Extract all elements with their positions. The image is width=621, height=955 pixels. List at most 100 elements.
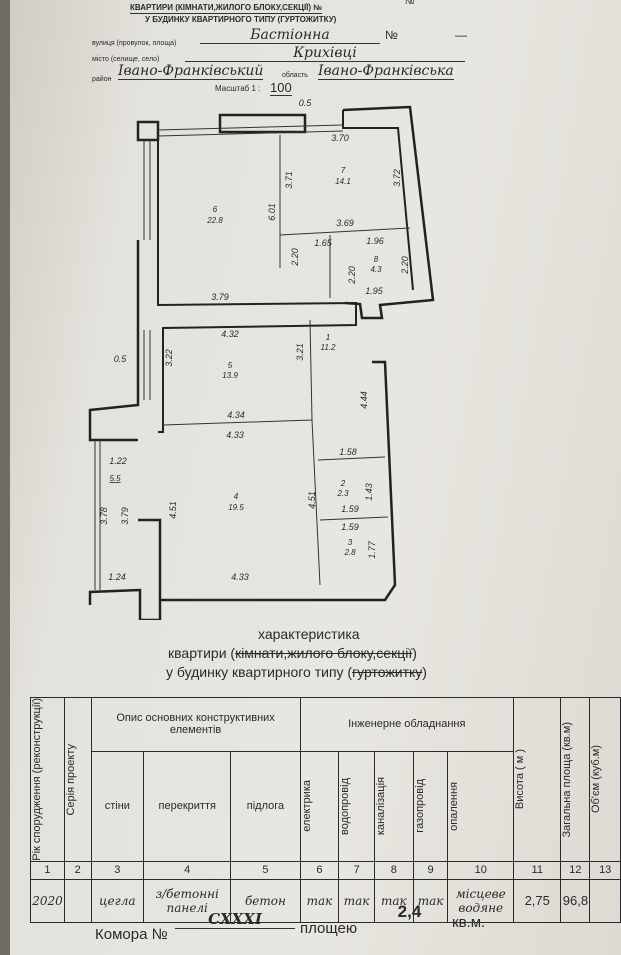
scale-value: 100 (270, 80, 292, 96)
dim: 2.20 (347, 266, 357, 285)
dim: 1.59 (341, 504, 359, 514)
cell-volume (589, 878, 621, 923)
header-walls: стіни (90, 750, 145, 862)
room-6-number: 6 (213, 205, 218, 214)
dim: 4.44 (359, 391, 369, 409)
storage-number: CXXXI (175, 910, 295, 929)
dim: 1.43 (364, 483, 374, 501)
city-value: Крихівці (185, 45, 465, 62)
header-cover: перекриття (143, 750, 232, 862)
dim: 3.79 (120, 507, 130, 525)
cell-electric: так (299, 878, 340, 923)
dim: 4.34 (227, 410, 245, 420)
wall (157, 140, 357, 433)
col-num: 12 (560, 860, 591, 880)
header-water: водопровід (339, 777, 352, 835)
storage-label: Комора № (95, 926, 168, 943)
room-labels: 6 22.8 7 14.1 8 4.3 1 11.2 5 13.9 4 19.5… (109, 166, 382, 557)
room-4-area: 19.5 (228, 503, 244, 512)
room-2-area: 2.3 (336, 489, 349, 498)
header-engineering: Інженерне обладнання (299, 697, 515, 752)
cell-area: 96,8 (560, 878, 591, 923)
col-num: 11 (513, 860, 562, 880)
room-7-number: 7 (341, 166, 346, 175)
dim: 4.33 (226, 430, 244, 440)
col-num: 6 (299, 860, 340, 880)
struck-text: гуртожитку (352, 664, 423, 680)
dim: 4.51 (168, 501, 178, 519)
dim: 1.96 (366, 236, 384, 246)
cell-walls: цегла (90, 878, 145, 923)
header-sewer: каналізація (375, 777, 387, 836)
header-heating: опалення (448, 781, 461, 831)
header-height: Висота ( м ) (514, 749, 527, 810)
cell-year: 2020 (30, 878, 65, 923)
text: квартири ( (168, 645, 236, 661)
balcony-area: 5.5 (109, 474, 121, 483)
cell-series (63, 878, 92, 923)
dimension-labels: 0.5 3.70 3.71 3.72 6.01 3.69 1.65 1.96 2… (99, 98, 410, 582)
number-label: № (385, 28, 398, 42)
col-num: 4 (143, 860, 232, 880)
dim: 6.01 (267, 203, 277, 221)
cell-gas: так (412, 878, 449, 923)
cell-cover: з/бетонні панелі (143, 878, 232, 923)
header-area: Загальна площа (кв.м) (561, 721, 574, 838)
room-2-number: 2 (340, 479, 346, 488)
storage-unit: кв.м. (452, 914, 486, 931)
dim: 4.32 (221, 329, 239, 339)
dim: 0.5 (299, 98, 313, 108)
title-line1: КВАРТИРИ (КІМНАТИ,ЖИЛОГО БЛОКУ,СЕКЦІЇ) № (130, 3, 323, 14)
wall (138, 518, 162, 600)
room-3-number: 3 (348, 538, 353, 547)
dim: 1.24 (108, 572, 126, 582)
scale-label: Масштаб 1 : (215, 84, 261, 93)
binder-edge (0, 0, 10, 955)
plan-partitions (94, 124, 411, 590)
room-1-area: 11.2 (321, 343, 337, 352)
cell-sewer: так (374, 878, 414, 923)
dim: 3.71 (284, 171, 294, 189)
wall (88, 360, 397, 620)
dim: 1.22 (109, 456, 127, 466)
wall (342, 110, 414, 291)
dim: 1.77 (367, 540, 377, 559)
dim: 3.70 (331, 133, 349, 143)
region-label: область (282, 72, 308, 79)
plan-walls (88, 105, 435, 620)
city-label: місто (селище, село) (92, 56, 160, 63)
dim: 3.78 (99, 507, 109, 525)
floor-plan: 6 22.8 7 14.1 8 4.3 1 11.2 5 13.9 4 19.5… (88, 98, 435, 620)
district-value: Івано-Франківський (118, 63, 264, 80)
wall (218, 113, 307, 134)
room-6-area: 22.8 (206, 216, 223, 225)
region-value: Івано-Франківська (318, 63, 454, 80)
col-num: 2 (63, 860, 92, 880)
characteristic-line3: у будинку квартирного типу (гуртожитку) (166, 664, 427, 680)
header-year: Рік спорудження (реконструкції) (31, 698, 43, 861)
district-label: район (92, 76, 112, 83)
header-series: Серія проекту (64, 743, 77, 816)
number-value: — (455, 28, 467, 42)
col-num: 3 (90, 860, 145, 880)
col-num: 8 (374, 860, 414, 880)
dim: 2.20 (400, 256, 410, 275)
cell-height: 2,75 (513, 878, 562, 923)
room-8-number: 8 (374, 255, 379, 264)
room-5-number: 5 (228, 361, 233, 370)
street-label: вулиця (провулок, площа) (92, 40, 177, 47)
cell-heating: місцеве водяне (447, 878, 515, 923)
dim: 2.20 (290, 248, 300, 267)
header-electric: електрика (300, 780, 313, 833)
characteristic-line2: квартири (кімнати,жилого блоку,секції) (168, 645, 417, 661)
room-3-area: 2.8 (343, 548, 356, 557)
street-value: Бастіонна (200, 27, 380, 44)
wall (88, 240, 140, 442)
col-num: 9 (412, 860, 449, 880)
text: у будинку квартирного типу ( (166, 664, 353, 680)
title-line2: У БУДИНКУ КВАРТИРНОГО ТИПУ (ГУРТОЖИТКУ) (145, 15, 337, 24)
dim: 1.95 (365, 286, 384, 296)
cell-floor: бетон (230, 878, 301, 923)
room-5-area: 13.9 (222, 371, 238, 380)
